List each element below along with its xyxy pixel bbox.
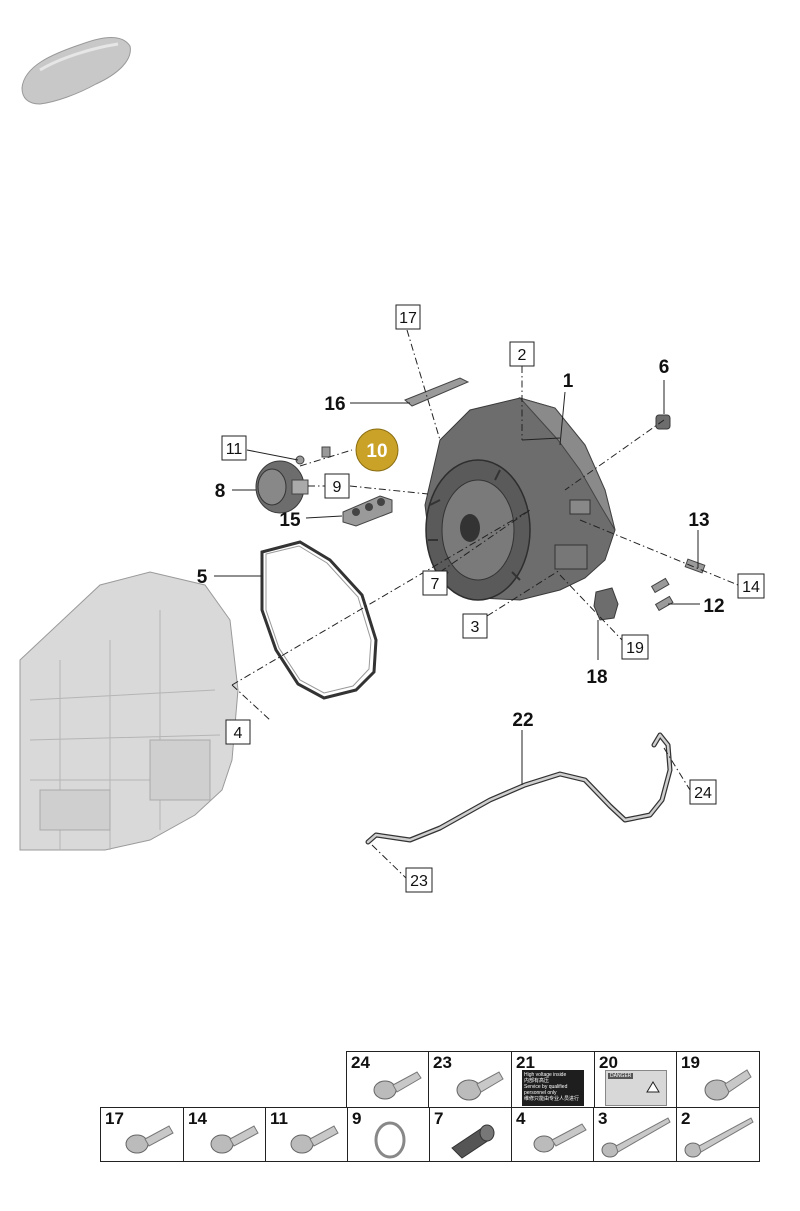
callout-1[interactable]: 1 [563, 371, 574, 392]
long-bolt-icon [684, 1117, 754, 1158]
boxed-callout-19[interactable]: 19 [621, 634, 649, 660]
svg-text:23: 23 [410, 873, 428, 890]
boxed-callout-23[interactable]: 23 [405, 867, 433, 893]
rotor-part [255, 455, 309, 514]
bolt-part [655, 414, 671, 430]
boxed-callout-14[interactable]: 14 [737, 573, 765, 599]
boxed-callout-24[interactable]: 24 [689, 779, 717, 805]
svg-text:9: 9 [333, 479, 342, 496]
boxed-callout-9[interactable]: 9 [324, 473, 350, 499]
highlighted-callout-circle[interactable] [355, 428, 399, 472]
callout-6[interactable]: 6 [659, 357, 670, 378]
legend-cell-7[interactable]: 7 [429, 1107, 512, 1162]
callout-15[interactable]: 15 [279, 510, 301, 531]
seal-ring-icon [374, 1121, 406, 1159]
bolt-icon [290, 1125, 339, 1154]
boxed-callout-7[interactable]: 7 [422, 570, 448, 596]
svg-text:4: 4 [234, 725, 243, 742]
callout-10[interactable]: 10 [366, 441, 387, 462]
car-silhouette-icon [21, 37, 131, 105]
legend-cell-9[interactable]: 9 [347, 1107, 430, 1162]
bolt-icon [373, 1071, 422, 1100]
legend-cell-21[interactable]: 21 High voltage inside 内部有高压 Service by … [511, 1051, 595, 1108]
svg-text:2: 2 [518, 347, 527, 364]
cover-part [342, 495, 393, 527]
legend-cell-2[interactable]: 2 [676, 1107, 760, 1162]
leader-lines [214, 329, 739, 879]
legend-cell-3[interactable]: 3 [593, 1107, 677, 1162]
boxed-callout-11[interactable]: 11 [221, 435, 247, 461]
callout-8[interactable]: 8 [215, 481, 226, 502]
legend-cell-19[interactable]: 19 [676, 1051, 760, 1108]
bolt-icon [456, 1071, 504, 1101]
boxed-callout-17[interactable]: 17 [395, 304, 421, 330]
boxed-callout-4[interactable]: 4 [225, 719, 251, 745]
legend-cell-23[interactable]: 23 [428, 1051, 512, 1108]
callout-18[interactable]: 18 [586, 667, 607, 688]
boxed-callout-2[interactable]: 2 [509, 341, 535, 367]
bolt-icon [533, 1123, 587, 1153]
svg-text:19: 19 [626, 640, 644, 657]
legend-cell-14[interactable]: 14 [183, 1107, 266, 1162]
callout-13[interactable]: 13 [688, 510, 709, 531]
svg-text:14: 14 [742, 579, 760, 596]
long-bolt-icon [601, 1117, 671, 1158]
boxed-callout-3[interactable]: 3 [462, 613, 488, 639]
legend-cell-17[interactable]: 17 [100, 1107, 184, 1162]
svg-text:7: 7 [431, 576, 440, 593]
small-screw-part [321, 446, 331, 458]
warning-triangle-icon [646, 1081, 660, 1093]
cooling-line-part [365, 732, 673, 845]
actuator-part [593, 587, 619, 621]
legend-cell-11[interactable]: 11 [265, 1107, 348, 1162]
bolt-icon [210, 1125, 259, 1154]
danger-label: DANGER [605, 1070, 667, 1106]
legend-cell-20[interactable]: 20 DANGER [594, 1051, 677, 1108]
callout-5[interactable]: 5 [197, 567, 208, 588]
legend-cell-24[interactable]: 24 [346, 1051, 429, 1108]
callout-12[interactable]: 12 [703, 596, 724, 617]
high-voltage-label: High voltage inside 内部有高压 Service by qua… [522, 1070, 584, 1106]
gasket-part [260, 540, 378, 700]
dowel-sleeve-icon [451, 1124, 495, 1159]
bolt-icon [125, 1125, 174, 1154]
bracket-part [404, 377, 470, 407]
legend-cell-4[interactable]: 4 [511, 1107, 594, 1162]
callout-16[interactable]: 16 [324, 394, 345, 415]
svg-text:17: 17 [399, 310, 417, 327]
transmission-housing [19, 571, 239, 851]
svg-text:3: 3 [471, 619, 480, 636]
bolt-icon [704, 1069, 752, 1101]
sensor-parts [650, 558, 706, 612]
svg-text:24: 24 [694, 785, 712, 802]
electric-motor-housing [424, 397, 616, 601]
callout-22[interactable]: 22 [512, 710, 533, 731]
svg-text:11: 11 [226, 441, 243, 458]
